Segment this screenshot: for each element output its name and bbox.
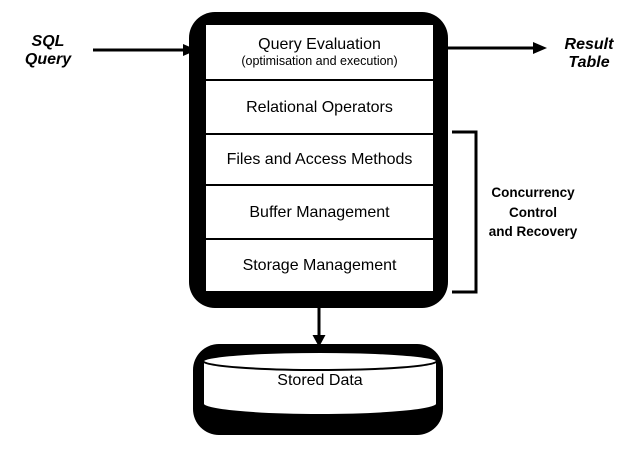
engine-row-subtitle: (optimisation and execution) [241, 54, 398, 68]
down-arrow [312, 306, 326, 347]
result-table-label-line2: Table [568, 54, 610, 71]
engine-row-query-evaluation: Query Evaluation (optimisation and execu… [206, 25, 433, 81]
engine-box: Query Evaluation (optimisation and execu… [204, 23, 435, 293]
engine-row-storage-management: Storage Management [206, 240, 433, 291]
result-table-label-line1: Result [564, 36, 614, 53]
engine-row-title: Relational Operators [246, 98, 393, 116]
output-arrow [448, 42, 547, 54]
bracket-label-line1: Concurrency [491, 185, 575, 200]
engine-row-relational-operators: Relational Operators [206, 81, 433, 135]
engine-row-title: Buffer Management [249, 203, 390, 221]
bracket-label-line3: and Recovery [488, 224, 578, 239]
sql-query-label-line1: SQL [31, 33, 65, 50]
input-arrow [93, 44, 197, 56]
concurrency-control-recovery-label: Concurrency Control and Recovery [474, 183, 592, 242]
sql-query-label: SQL Query [7, 33, 89, 69]
engine-row-title: Storage Management [242, 257, 397, 274]
result-table-label: Result Table [549, 36, 629, 72]
engine-row-title: Query Evaluation [258, 36, 381, 53]
database-cylinder [193, 344, 443, 435]
bracket-label-line2: Control [509, 204, 557, 220]
stored-data-label: Stored Data [277, 372, 363, 389]
engine-row-buffer-management: Buffer Management [206, 186, 433, 240]
sql-query-label-line2: Query [24, 51, 72, 68]
engine-row-files-access-methods: Files and Access Methods [206, 135, 433, 186]
engine-row-title: Files and Access Methods [226, 151, 413, 168]
concurrency-bracket [452, 130, 478, 294]
